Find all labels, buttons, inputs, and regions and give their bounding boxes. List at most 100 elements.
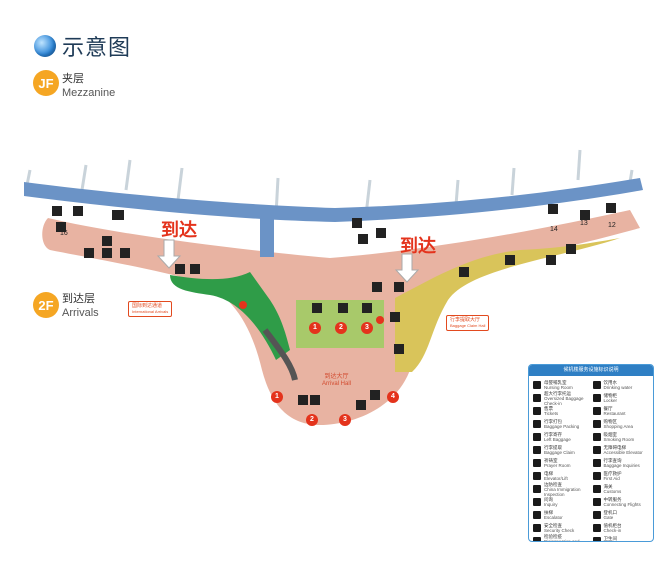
legend-en: Gate	[603, 515, 614, 520]
legend-en: Oversized Baggage Check-in	[544, 395, 584, 406]
arrival-marker-left: 到达	[161, 220, 197, 240]
legend-text: 卫生间Toilet	[603, 536, 618, 542]
legend-en: Disinspection and Quarantine	[544, 538, 580, 542]
legend-cn: 边防检查	[544, 481, 562, 487]
marker-number: 2	[310, 416, 314, 423]
legend-en: Baggage Packing	[544, 424, 580, 429]
hall-en: Arrival Hall	[322, 381, 352, 387]
level-label-arrivals: 到达层 Arrivals	[62, 292, 99, 320]
legend-symbol-icon	[592, 381, 601, 389]
legend-symbol-icon	[533, 420, 541, 428]
legend-cn: 母婴哺乳室	[544, 380, 567, 385]
legend-cn: 购物区	[603, 419, 618, 424]
legend-en: Prayer Room	[544, 463, 571, 468]
legend-en: Inquiry	[544, 502, 558, 507]
legend-symbol-icon	[533, 485, 541, 493]
baggage-hall-callout: 行李提取大厅 Baggage Claim Hall	[446, 315, 490, 331]
legend-cn: 售票	[544, 406, 553, 411]
marker-number: 4	[391, 393, 395, 400]
legend-cn: 储物柜	[603, 393, 618, 398]
gate-label: 14	[550, 226, 558, 233]
legend-cn: 医疗救护	[603, 471, 622, 476]
legend-symbol-icon	[592, 537, 601, 541]
legend-cn: 餐厅	[603, 406, 613, 411]
legend-cn: 吸烟室	[603, 432, 618, 437]
legend-symbol-icon	[592, 407, 601, 415]
legend-en: Nursing Room	[544, 385, 573, 390]
callout-cn: 国际到达通道	[132, 303, 163, 309]
legend-cn: 祈祷室	[544, 458, 558, 463]
legend-symbol-icon	[533, 433, 541, 441]
legend-cn: 卫生间	[603, 536, 618, 541]
level-label-mezzanine: 夹层 Mezzanine	[62, 72, 115, 100]
legend-en: Check-in	[603, 528, 622, 533]
legend-en: Smoking Room	[603, 437, 635, 442]
gate-label: 16	[60, 230, 68, 237]
legend-symbol-icon	[533, 381, 541, 389]
globe-icon	[34, 35, 56, 57]
legend-en: First Aid	[603, 476, 620, 481]
marker-number: 2	[339, 324, 343, 331]
legend-symbol-icon	[533, 524, 541, 532]
legend-en: Baggage Claim	[544, 450, 575, 455]
legend-symbol-icon	[592, 433, 601, 441]
arrival-arrows	[156, 239, 420, 283]
level-cn: 夹层	[62, 73, 84, 85]
callout-en: Baggage Claim Hall	[450, 323, 486, 328]
legend-cn: 值机柜台	[603, 523, 622, 528]
legend-symbol-icon	[533, 472, 541, 480]
mezzanine-corridor	[24, 178, 643, 222]
arrival-marker-right: 到达	[400, 236, 436, 256]
legend-cn: 扶梯	[544, 510, 553, 515]
facility-icons	[52, 203, 616, 410]
legend-symbol-icon	[592, 498, 601, 506]
legend-item: 卫生间Toilet	[592, 535, 650, 542]
legend-symbol-icon	[533, 511, 541, 519]
legend-en: Elevator/Lift	[544, 476, 568, 481]
marker-number: 1	[313, 324, 317, 331]
legend-en: Shopping Area	[603, 424, 634, 429]
legend-symbol-icon	[533, 407, 541, 415]
legend-symbol-icon	[592, 420, 601, 428]
legend-symbol-icon	[533, 459, 541, 467]
level-en: Mezzanine	[62, 87, 116, 99]
legend-cn: 电梯	[544, 471, 553, 476]
legend-en: Drinking water	[603, 385, 633, 390]
legend-en: Left Baggage	[544, 437, 571, 442]
baggage-claim-zone	[395, 238, 620, 372]
legend-symbol-icon	[592, 394, 601, 402]
gate-label: 13	[580, 220, 588, 227]
legend-cn: 饮用水	[603, 380, 618, 385]
legend-cn: 海关	[603, 484, 613, 489]
legend-en: Restaurant	[603, 411, 626, 416]
callout-en: International Arrivals	[132, 309, 169, 314]
legend-symbol-icon	[592, 472, 601, 480]
legend-cn: 中转服务	[603, 497, 622, 502]
legend-en: China Immigration Inspection	[544, 486, 581, 497]
legend-en: Toilet	[604, 541, 618, 542]
